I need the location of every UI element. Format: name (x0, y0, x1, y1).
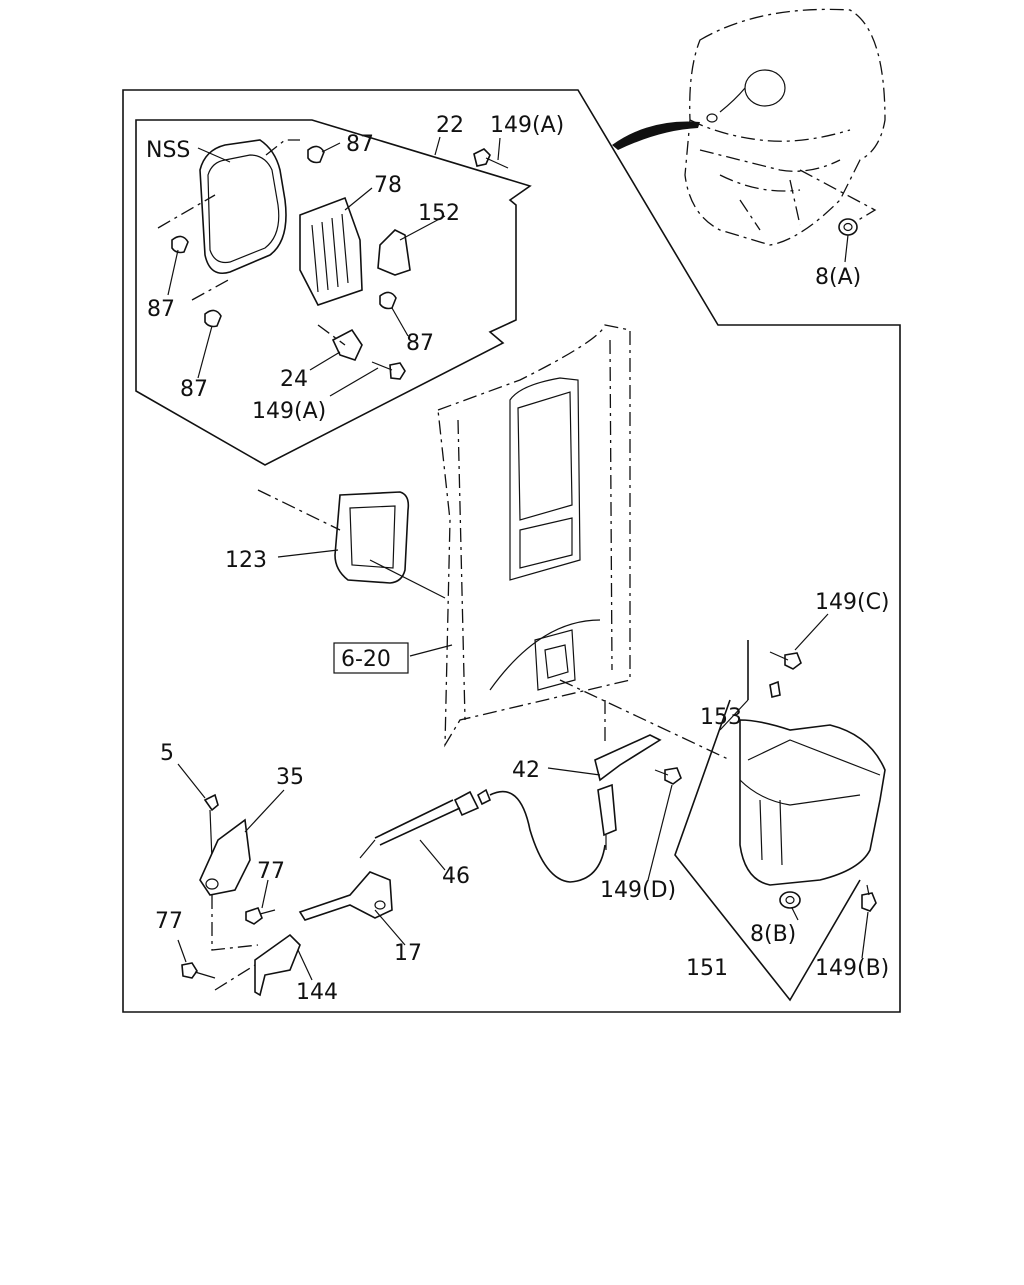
bolt-77-b-icon (181, 962, 216, 979)
cover-plate-icon (199, 139, 287, 274)
bolt-149b-icon (861, 884, 877, 912)
label-77-a: 77 (257, 859, 285, 884)
ref-box-6-20 (333, 642, 409, 674)
label-78: 78 (374, 173, 402, 198)
clip-87-top-icon (307, 145, 325, 164)
label-144: 144 (296, 980, 338, 1005)
connector-icon (597, 783, 617, 850)
bolt-149a-top-icon (473, 148, 509, 169)
main-frame (122, 89, 901, 1013)
label-8b: 8(B) (750, 922, 796, 947)
clip-87-left-icon (171, 235, 189, 254)
label-149b: 149(B) (815, 956, 889, 981)
label-149a-bottom: 149(A) (252, 399, 326, 424)
side-panel-icon (437, 324, 631, 748)
handle-17-icon (298, 871, 393, 921)
bolt-77-a-icon (245, 907, 276, 925)
label-153: 153 (700, 705, 742, 730)
clip-87-mid-icon (379, 291, 397, 310)
label-149c: 149(C) (815, 590, 890, 615)
leader-lines (167, 136, 869, 981)
label-8a: 8(A) (815, 265, 861, 290)
callout-arrow (612, 121, 700, 150)
linkage-group (181, 700, 682, 997)
label-6-20: 6-20 (341, 647, 391, 672)
bolt-149d-icon (654, 767, 682, 785)
cover-group (135, 119, 532, 466)
label-149a-top: 149(A) (490, 113, 564, 138)
cable-46-icon (359, 788, 606, 883)
label-46: 46 (442, 864, 470, 889)
label-151: 151 (686, 956, 728, 981)
label-nss: NSS (146, 138, 190, 163)
bracket-35-icon (199, 818, 251, 896)
bracket-42-icon (594, 700, 662, 782)
lever-144-icon (254, 933, 301, 997)
part-labels: NSS 22 149(A) 87 78 152 87 87 87 24 149(… (146, 113, 890, 1005)
label-77-b: 77 (155, 909, 183, 934)
seal-123-icon (257, 489, 446, 599)
clip-153-icon (769, 680, 781, 698)
clip-87-bottom-icon (204, 309, 222, 328)
rivet-5-icon (203, 793, 219, 812)
latch-152-icon (377, 229, 411, 276)
nut-8b-icon (779, 891, 801, 909)
nut-8a-icon (838, 218, 858, 236)
inset-tank-view (612, 8, 886, 263)
label-149d: 149(D) (600, 878, 676, 903)
label-152: 152 (418, 201, 460, 226)
label-87-top: 87 (346, 132, 374, 157)
label-87-mid: 87 (406, 331, 434, 356)
label-42: 42 (512, 758, 540, 783)
seal-78-icon (299, 196, 363, 306)
label-24: 24 (280, 367, 308, 392)
label-22: 22 (436, 113, 464, 138)
label-87-bottom: 87 (180, 377, 208, 402)
bolt-149c-icon (769, 651, 802, 670)
label-35: 35 (276, 765, 304, 790)
label-87-left: 87 (147, 297, 175, 322)
label-5: 5 (160, 741, 174, 766)
bolt-149a-bottom-icon (371, 361, 406, 380)
tank-group (559, 640, 886, 1002)
label-17: 17 (394, 941, 422, 966)
bracket-24-icon (331, 328, 363, 361)
label-123: 123 (225, 548, 267, 573)
reservoir-tank-icon (739, 719, 886, 886)
